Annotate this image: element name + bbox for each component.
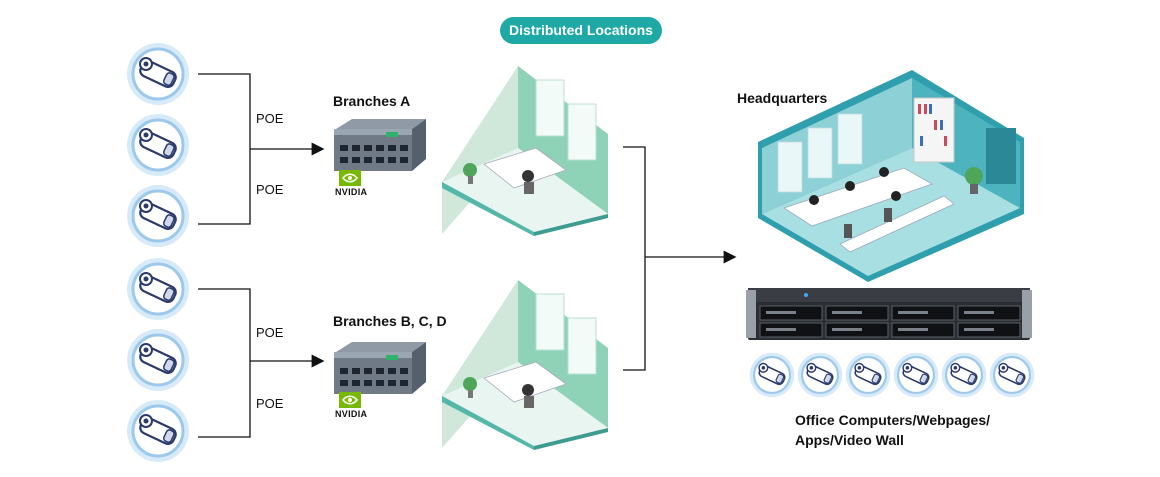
camera-icon [989, 352, 1035, 398]
output-caption-line2: Apps/Video Wall [795, 432, 904, 448]
poe-label: POE [256, 111, 284, 126]
nvidia-label: NVIDIA [335, 409, 368, 419]
camera-icon [797, 352, 843, 398]
headquarters-label: Headquarters [737, 90, 828, 106]
poe-label: POE [256, 182, 284, 197]
edge-ai-box-icon [334, 119, 426, 171]
output-caption-line1: Office Computers/Webpages/ [795, 412, 991, 428]
branch-office-room-icon [442, 66, 608, 236]
poe-label: POE [256, 396, 284, 411]
poe-label: POE [256, 325, 284, 340]
branch-a-label: Branches A [333, 93, 411, 109]
camera-icon [941, 352, 987, 398]
branch-office-room-icon [442, 280, 608, 450]
nvr-server-icon [746, 288, 1032, 340]
camera-icon [893, 352, 939, 398]
nvidia-logo: NVIDIA [335, 170, 375, 197]
distributed-locations-badge: Distributed Locations [500, 17, 662, 44]
output-caption: Office Computers/Webpages/ Apps/Video Wa… [795, 410, 990, 450]
branch-bcd-label: Branches B, C, D [333, 313, 447, 329]
camera-icon [749, 352, 795, 398]
headquarters-office-icon [758, 70, 1024, 282]
camera-icon [845, 352, 891, 398]
nvidia-label: NVIDIA [335, 187, 368, 197]
nvidia-logo: NVIDIA [335, 392, 375, 419]
edge-ai-box-icon [334, 342, 426, 394]
